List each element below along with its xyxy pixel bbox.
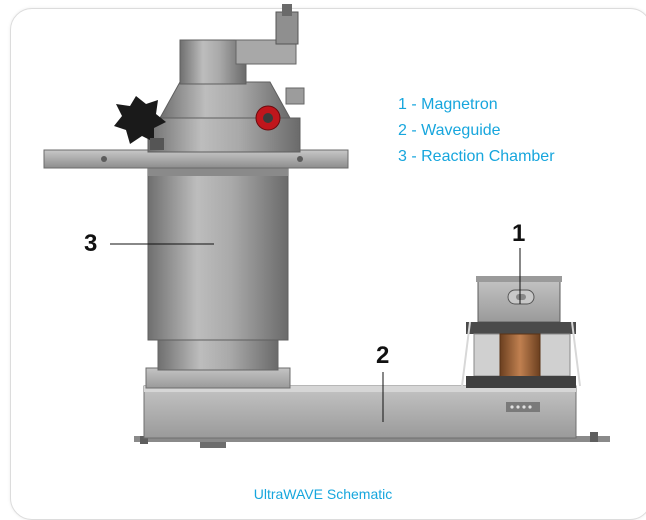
black-star-knob xyxy=(114,96,166,150)
figure-caption: UltraWAVE Schematic xyxy=(253,486,393,502)
legend-item-reaction-chamber: 3 - Reaction Chamber xyxy=(398,148,555,165)
chamber-base xyxy=(145,335,291,389)
callout-number-magnetron: 1 xyxy=(512,220,526,247)
top-plate xyxy=(43,149,349,169)
base-floor xyxy=(134,432,610,448)
callout-number-waveguide: 2 xyxy=(376,342,390,369)
reaction-chamber xyxy=(147,167,289,341)
waveguide xyxy=(143,385,577,439)
chamber-cap xyxy=(147,4,305,153)
legend-item-magnetron: 1 - Magnetron xyxy=(398,96,498,113)
legend-item-waveguide: 2 - Waveguide xyxy=(398,122,501,139)
component-legend: 1 - Magnetron 2 - Waveguide 3 - Reaction… xyxy=(398,92,555,170)
magnetron xyxy=(461,276,581,388)
callout-number-chamber: 3 xyxy=(84,230,98,257)
red-valve-knob xyxy=(255,105,281,131)
